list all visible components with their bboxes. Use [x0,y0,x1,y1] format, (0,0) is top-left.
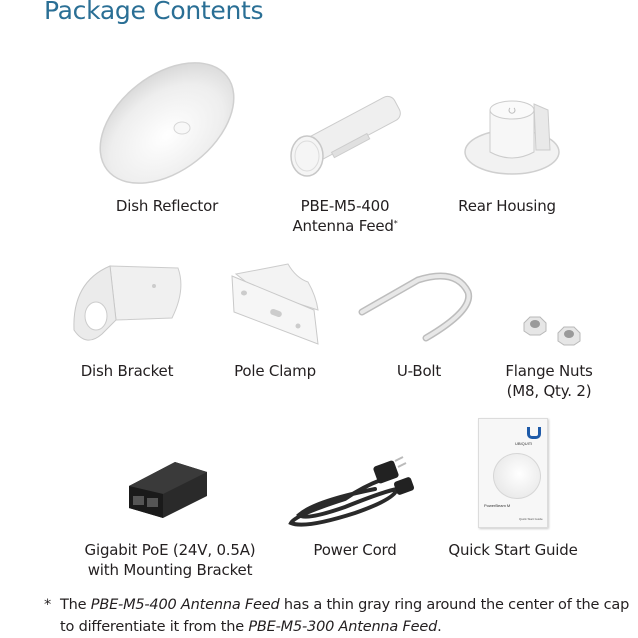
label-line: Gigabit PoE (24V, 0.5A) [84,541,256,559]
quick-start-guide-image: UBIQUITI PowerBeam M Quick Start Guide [478,418,548,528]
gigabit-poe-label: Gigabit PoE (24V, 0.5A) with Mounting Br… [80,540,260,580]
pole-clamp-label: Pole Clamp [200,361,350,381]
footnote-text: The PBE-M5-400 Antenna Feed has a thin g… [60,594,638,638]
label-line: Power Cord [313,541,397,559]
ubiquiti-logo-icon [527,427,541,439]
flange-nuts-image [523,316,581,346]
gigabit-poe-image [129,462,207,518]
guide-brand: UBIQUITI [515,441,533,446]
u-bolt-label: U-Bolt [344,361,494,381]
label-line: PBE-M5-400 [300,197,390,215]
footnote: * The PBE-M5-400 Antenna Feed has a thin… [44,594,638,638]
footnote-emphasis: PBE-M5-300 Antenna Feed [248,619,438,635]
dish-bracket-image [73,265,182,341]
pole-clamp-image [231,263,319,345]
label-text: Antenna Feed [292,217,394,235]
footnote-part: The [60,597,91,613]
dish-reflector-label: Dish Reflector [92,196,242,216]
footnote-marker: * [393,219,398,228]
power-cord-label: Power Cord [280,540,430,560]
guide-caption: Quick Start Guide [519,517,543,521]
footnote-part: has a thin gray ring around the center o… [60,597,630,635]
footnote-part: . [437,619,442,635]
u-bolt-image [358,272,473,342]
antenna-feed-label: PBE-M5-400 Antenna Feed* [270,196,420,236]
page-title: Package Contents [44,0,264,25]
guide-product: PowerBeam M [484,503,511,508]
label-line: Quick Start Guide [448,541,578,559]
dish-reflector-image [99,62,235,184]
power-cord-image [288,456,415,527]
antenna-feed-image [290,95,401,177]
quick-start-guide-label: Quick Start Guide [438,540,588,560]
label-line: Rear Housing [458,197,556,215]
flange-nuts-label: Flange Nuts (M8, Qty. 2) [474,361,624,401]
label-line: with Mounting Bracket [87,561,253,579]
footnote-emphasis: PBE-M5-400 Antenna Feed [90,597,280,613]
label-line: U-Bolt [396,362,442,380]
label-line: Pole Clamp [234,362,316,380]
label-line: Dish Bracket [80,362,174,380]
footnote-marker: * [44,597,52,613]
label-line: Antenna Feed* [270,216,420,236]
rear-housing-label: Rear Housing [432,196,582,216]
label-line: Flange Nuts [505,362,593,380]
rear-housing-image [464,100,560,175]
label-line: (M8, Qty. 2) [506,382,592,400]
label-line: Dish Reflector [115,197,219,215]
dish-photo [493,453,541,499]
dish-bracket-label: Dish Bracket [52,361,202,381]
